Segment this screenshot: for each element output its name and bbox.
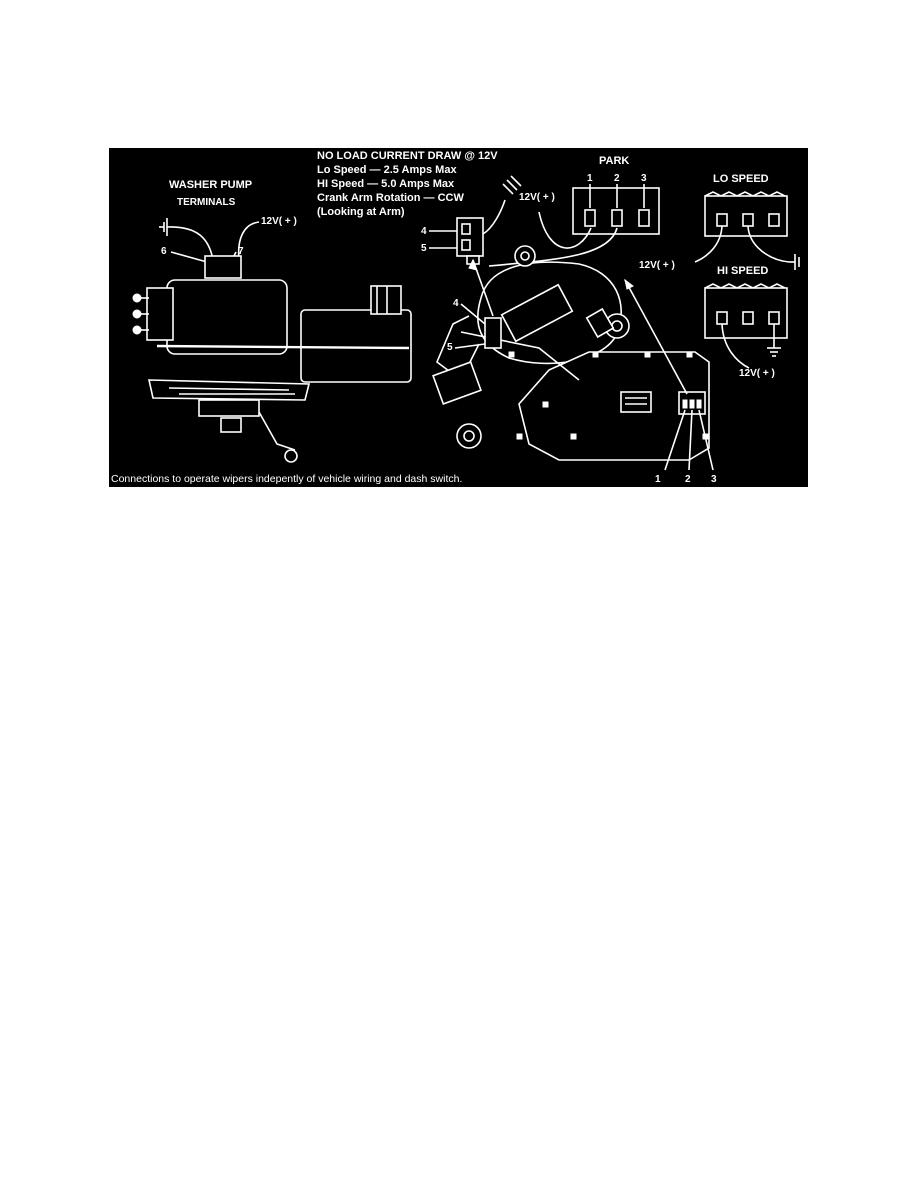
figure-caption: Connections to operate wipers indepently…: [111, 473, 463, 485]
note-line-1: NO LOAD CURRENT DRAW @ 12V: [317, 150, 498, 162]
park-connector: PARK 1 2 3: [488, 155, 660, 267]
park-title: PARK: [599, 155, 629, 167]
hi-speed-connector: HI SPEED 12V( + ): [704, 265, 788, 379]
mount-stud: [220, 417, 242, 433]
motor-term-4-5-block: [484, 317, 502, 349]
motor-nameplate: [620, 391, 652, 413]
ground-icon: [789, 254, 800, 270]
wiper-motor-connection-diagram: NO LOAD CURRENT DRAW @ 12V Lo Speed — 2.…: [109, 148, 808, 487]
hi-speed-title: HI SPEED: [717, 265, 768, 277]
diagram-drawing: NO LOAD CURRENT DRAW @ 12V Lo Speed — 2.…: [132, 150, 800, 485]
note-line-4: Crank Arm Rotation — CCW: [317, 192, 464, 204]
note-line-2: Lo Speed — 2.5 Amps Max: [317, 164, 457, 176]
lo-speed-supply-label: 12V( + ): [639, 260, 675, 271]
park-supply-label: 12V( + ): [519, 192, 555, 203]
motor-connector-4-5: 4 5 12V( + ): [421, 175, 555, 265]
ground-icon: [159, 218, 168, 236]
motor-body: [518, 351, 710, 461]
motor-term-5-label: 5: [447, 342, 453, 353]
motor-term-1-label: 1: [655, 474, 661, 485]
left-motor-housing: [300, 309, 412, 383]
motor-term-4-label: 4: [453, 298, 459, 309]
washer-term-6-label: 6: [161, 246, 167, 257]
washer-pump-section: WASHER PUMP TERMINALS 12V( + ) 6 7: [132, 179, 412, 463]
note-line-5: (Looking at Arm): [317, 206, 405, 218]
washer-term-7-label: 7: [238, 246, 244, 257]
hi-speed-supply-label: 12V( + ): [739, 368, 775, 379]
washer-supply-label: 12V( + ): [261, 216, 297, 227]
washer-pump-title: WASHER PUMP: [169, 179, 252, 191]
wiper-motor-assembly: 4 5 1 2 3: [432, 245, 717, 485]
connector-term-5-label: 5: [421, 243, 427, 254]
connector-term-4-label: 4: [421, 226, 427, 237]
note-line-3: HI Speed — 5.0 Amps Max: [317, 178, 455, 190]
lo-speed-connector: LO SPEED 12V( + ): [639, 173, 800, 271]
washer-pump-terminals: [204, 255, 242, 279]
lo-speed-title: LO SPEED: [713, 173, 769, 185]
ground-icon: [767, 347, 781, 357]
crank-arm: [500, 283, 574, 343]
washer-pump-subtitle: TERMINALS: [177, 197, 236, 208]
motor-side-connector: [432, 361, 482, 405]
washer-pump-body: [166, 279, 288, 355]
park-term-1-label: 1: [587, 173, 593, 184]
left-motor-connector: [370, 285, 402, 315]
current-draw-notes: NO LOAD CURRENT DRAW @ 12V Lo Speed — 2.…: [317, 150, 498, 218]
motor-term-3-label: 3: [711, 474, 717, 485]
mount-plate: [198, 399, 260, 417]
motor-term-2-label: 2: [685, 474, 691, 485]
park-term-2-label: 2: [614, 173, 620, 184]
park-term-3-label: 3: [641, 173, 647, 184]
pump-end-connector: [146, 287, 174, 341]
